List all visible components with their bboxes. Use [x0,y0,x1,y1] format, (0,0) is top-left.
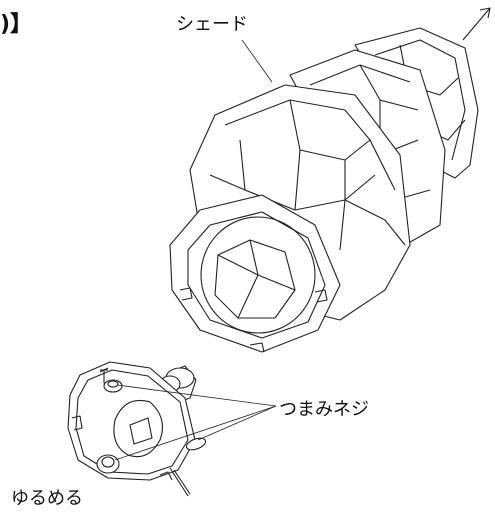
knob-leader-lines [114,384,277,461]
shade-label: シェード [176,14,248,35]
knob-screw-bottom [96,454,120,474]
corner-heading-fragment: )】 [0,12,33,37]
direction-arrow-icon [462,7,491,41]
shade-leader-line [241,39,273,83]
thumb-screw [169,437,207,497]
loosen-label: ゆるめる [11,488,83,509]
shade-body [169,27,479,353]
knob-screw-label: つまみネジ [279,399,369,420]
mounting-plate [67,361,207,497]
knob-screw-top [100,369,123,393]
